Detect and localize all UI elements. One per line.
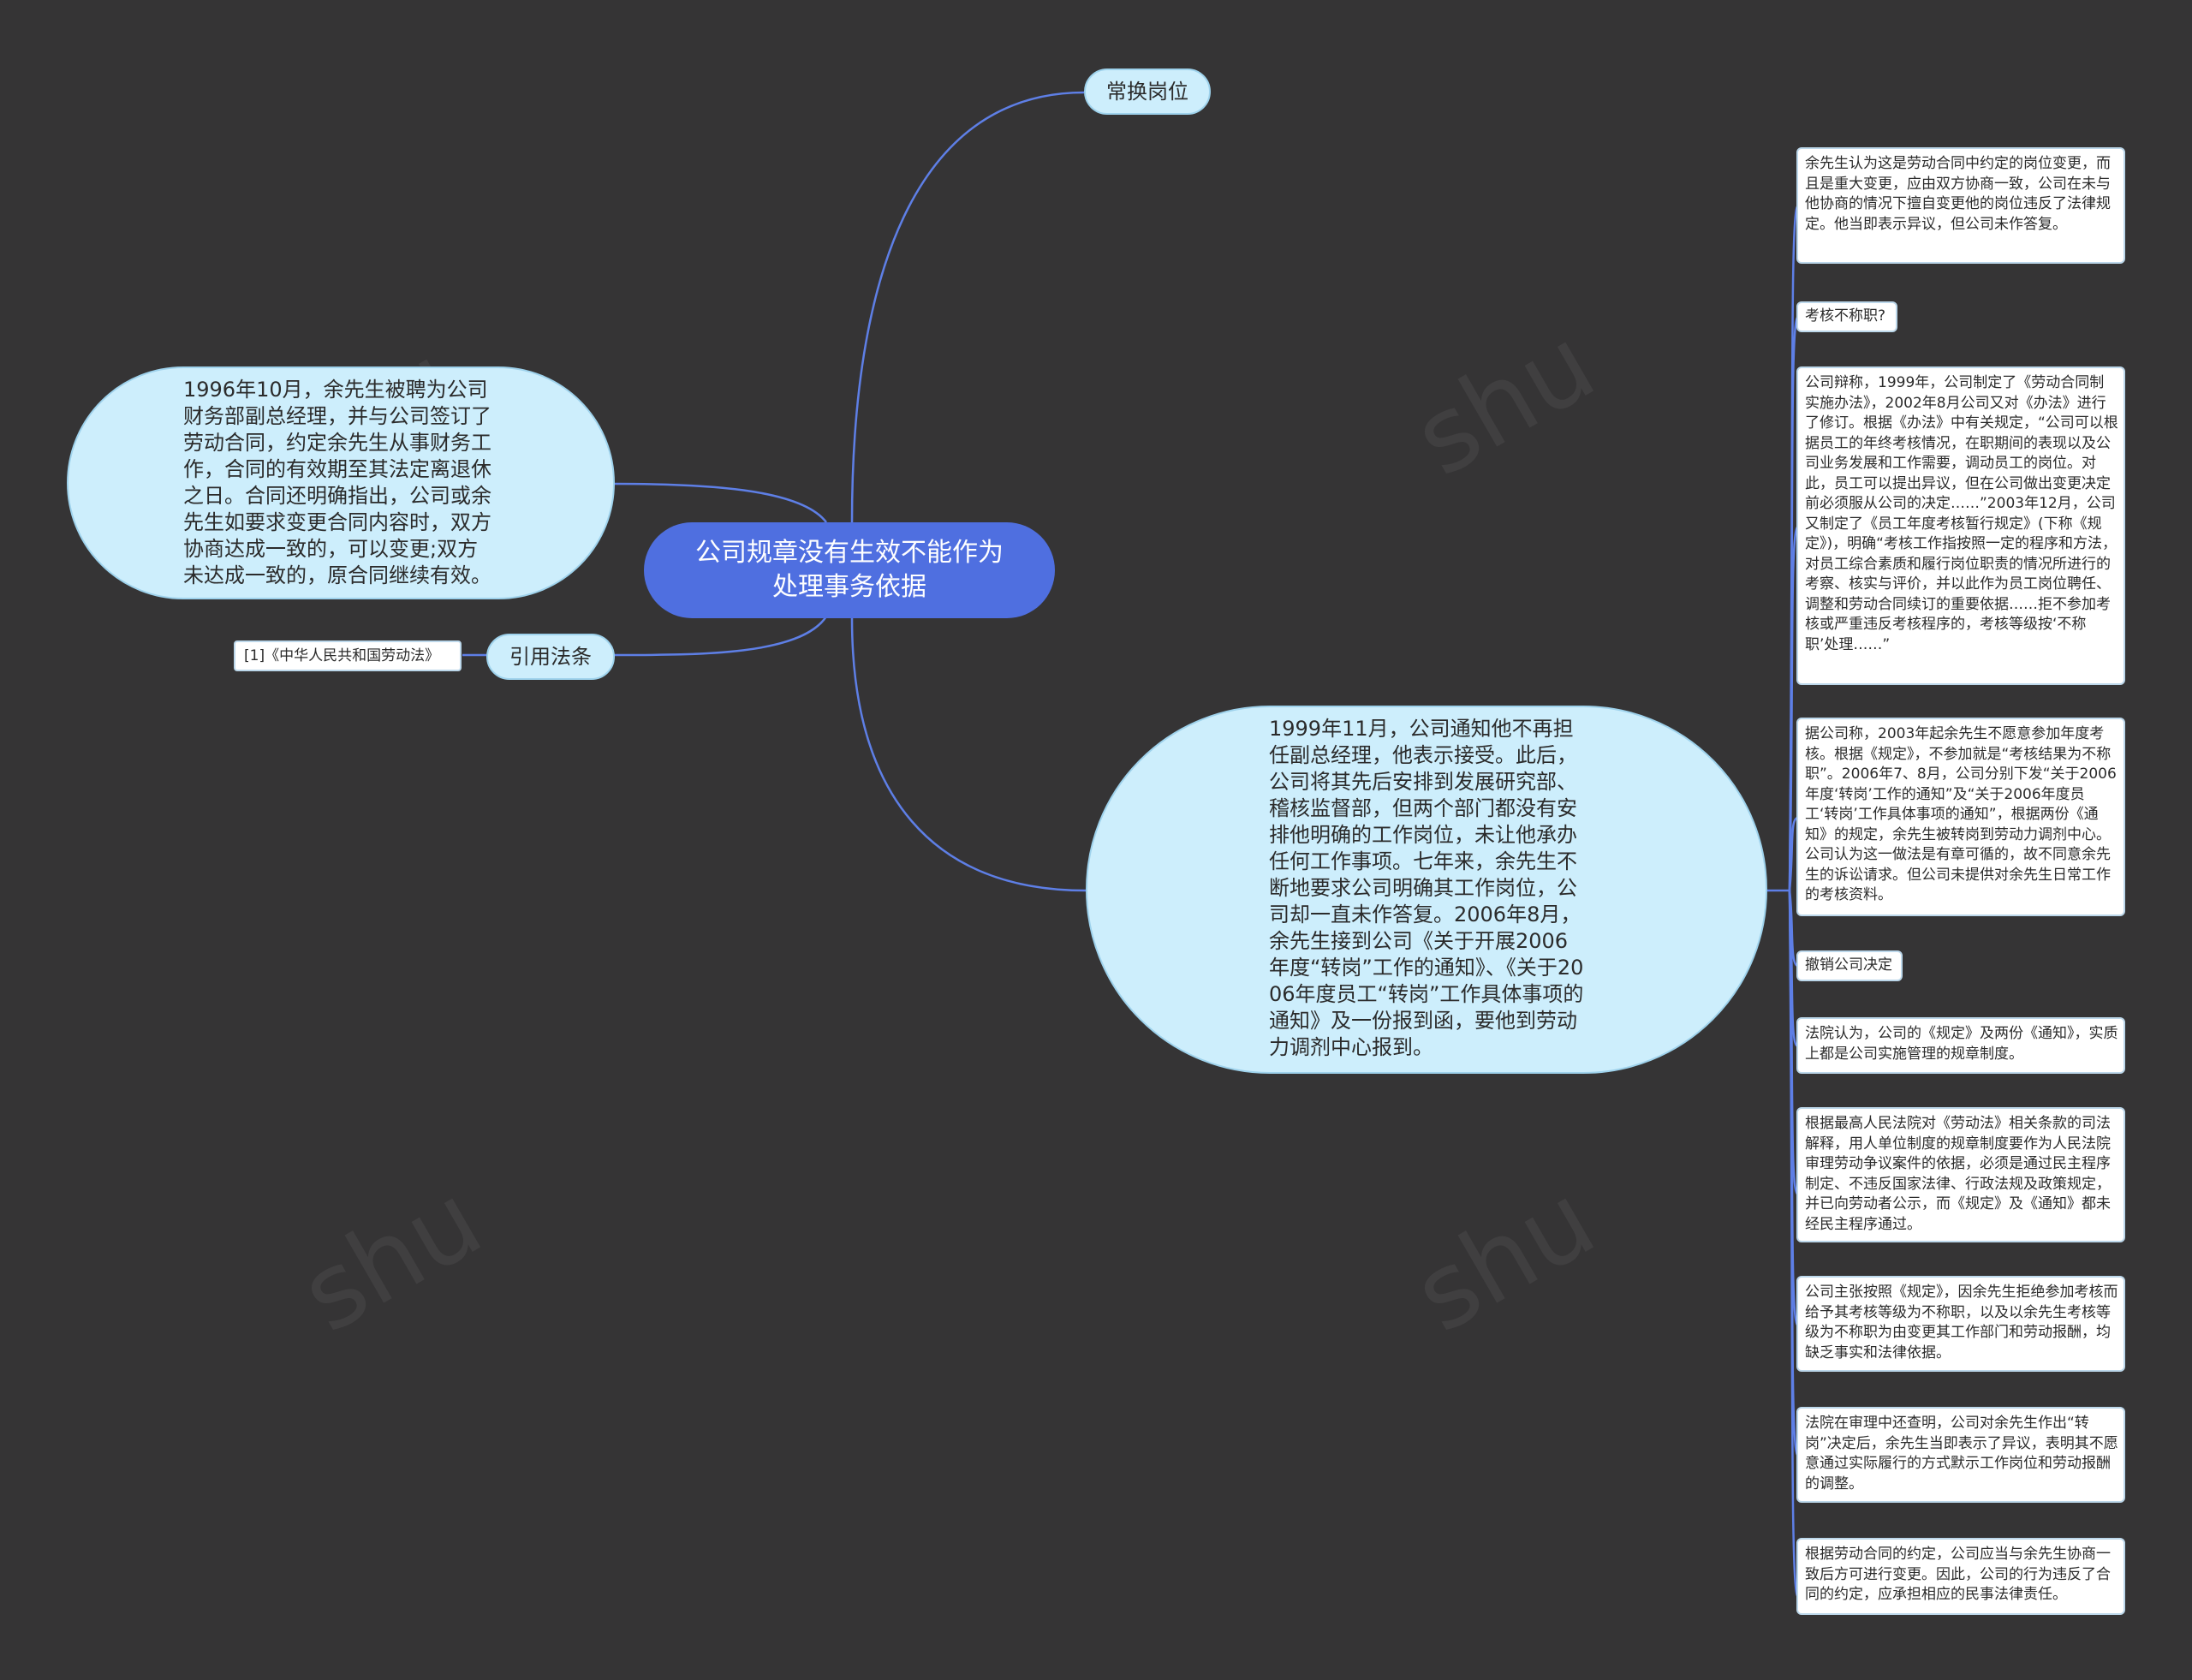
detail-card[interactable]: 根据最高人民法院对《劳动法》相关条款的司法解释，用人单位制度的规章制度要作为人民…	[1796, 1107, 2125, 1242]
link-detail-10	[1788, 890, 1800, 1599]
detail-card[interactable]: 公司主张按照《规定》，因余先生拒绝参加考核而给予其考核等级为不称职，以及以余先生…	[1796, 1276, 2125, 1372]
link-detail-3	[1788, 525, 1800, 891]
detail-card[interactable]: 法院认为，公司的《规定》及两份《通知》，实质上都是公司实施管理的规章制度。	[1796, 1017, 2125, 1074]
topic-position-change[interactable]: 常换岗位	[1084, 69, 1211, 115]
detail-card[interactable]: 公司辩称，1999年，公司制定了《劳动合同制实施办法》，2002年8月公司又对《…	[1796, 366, 2125, 685]
topic-contract[interactable]: 1996年10月，余先生被聘为公司财务部副总经理，并与公司签订了劳动合同，约定余…	[67, 366, 615, 599]
root-topic[interactable]: 公司规章没有生效不能作为处理事务依据	[644, 522, 1055, 618]
detail-card[interactable]: 余先生认为这是劳动合同中约定的岗位变更，而且是重大变更，应由双方协商一致，公司在…	[1796, 147, 2125, 264]
link-root-contract	[613, 482, 827, 523]
detail-card[interactable]: 据公司称，2003年起余先生不愿意参加年度考核。根据《规定》，不参加就是“考核结…	[1796, 718, 2125, 916]
law-reference[interactable]: [1]《中华人民共和国劳动法》	[234, 640, 462, 671]
link-root-story	[850, 617, 1087, 892]
detail-tag[interactable]: 考核不称职?	[1796, 301, 1897, 332]
link-root-law	[613, 616, 828, 657]
detail-card[interactable]: 法院在审理中还查明，公司对余先生作出“转岗”决定后，余先生当即表示了异议，表明其…	[1796, 1407, 2125, 1503]
topic-story[interactable]: 1999年11月，公司通知他不再担任副总经理，他表示接受。此后，公司将其先后安排…	[1086, 706, 1767, 1074]
link-detail-4	[1788, 816, 1799, 891]
link-root-position	[850, 91, 1085, 523]
detail-tag[interactable]: 撤销公司决定	[1796, 950, 1903, 981]
detail-card[interactable]: 根据劳动合同的约定，公司应当与余先生协商一致后方可进行变更。因此，公司的行为违反…	[1796, 1538, 2125, 1615]
topic-cited-law[interactable]: 引用法条	[486, 634, 615, 680]
